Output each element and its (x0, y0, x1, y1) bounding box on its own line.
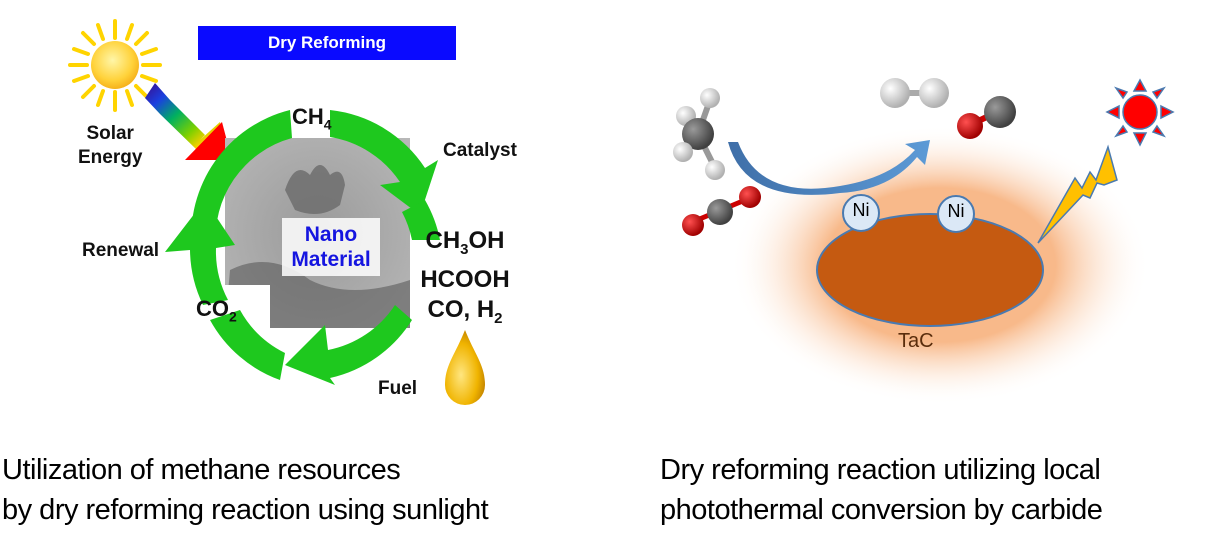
solar-label-line1: Solar (86, 123, 134, 144)
solar-label-line2: Energy (78, 147, 143, 168)
lightning-bolt-icon (1037, 144, 1118, 244)
right-caption: Dry reforming reaction utilizing local p… (660, 450, 1103, 530)
right-caption-line2: photothermal conversion by carbide (660, 494, 1103, 526)
left-diagram (68, 19, 520, 405)
sun-icon (68, 19, 162, 112)
co2-main: CO (196, 296, 229, 321)
cycle-arc-top-right (330, 110, 438, 215)
products-list: CH3OH HCOOH CO, H2 (410, 226, 520, 334)
cycle-arrows (165, 110, 440, 385)
nano-line2: Material (291, 248, 371, 271)
nano-material-label: Nano Material (282, 222, 380, 272)
cycle-arc-bottom (285, 305, 412, 385)
red-sun-icon (1105, 78, 1175, 147)
left-caption-line2: by dry reforming reaction using sunlight (2, 494, 489, 526)
product-item: CO, H2 (427, 295, 503, 327)
product-item: HCOOH (420, 265, 510, 293)
tac-label: TaC (898, 330, 934, 352)
left-caption-line1: Utilization of methane resources (2, 454, 401, 486)
ni-atom-2 (937, 195, 975, 233)
ch4-main: CH (292, 104, 324, 129)
renewal-label: Renewal (82, 240, 160, 261)
product-item: CH3OH (425, 227, 505, 258)
co2-sub: 2 (229, 308, 237, 325)
co2-molecule-icon (682, 186, 761, 236)
right-diagram (673, 78, 1175, 405)
methane-molecule-icon (673, 88, 725, 180)
dry-reforming-title: Dry Reforming (198, 26, 456, 60)
fuel-label: Fuel (378, 378, 418, 399)
left-caption: Utilization of methane resources by dry … (2, 450, 489, 530)
nanoparticle-shape (285, 165, 345, 214)
cycle-arc-top-left (191, 110, 292, 250)
hydrogen-molecule-icon (880, 78, 949, 108)
carbon-monoxide-molecule-icon (957, 96, 1016, 139)
co2-label: CO2 (196, 296, 237, 324)
ch4-sub: 4 (323, 116, 332, 133)
ni-atom-1 (842, 194, 880, 232)
cycle-arc-left (165, 200, 235, 305)
nano-label-background (282, 218, 380, 276)
tac-particle (816, 213, 1044, 327)
catalyst-label: Catalyst (443, 140, 517, 161)
right-caption-line1: Dry reforming reaction utilizing local (660, 454, 1101, 486)
solar-energy-label: Solar Energy (78, 122, 142, 170)
ch4-label: CH4 (292, 104, 332, 132)
nano-line1: Nano (304, 223, 358, 246)
ni-label-1: Ni (852, 200, 870, 220)
fuel-drop-icon (445, 330, 485, 405)
ni-label-2: Ni (947, 201, 965, 221)
reaction-arrow-icon (728, 140, 930, 195)
solar-light-arrow-icon (145, 83, 232, 160)
nanoparticle-shadow (225, 262, 410, 328)
